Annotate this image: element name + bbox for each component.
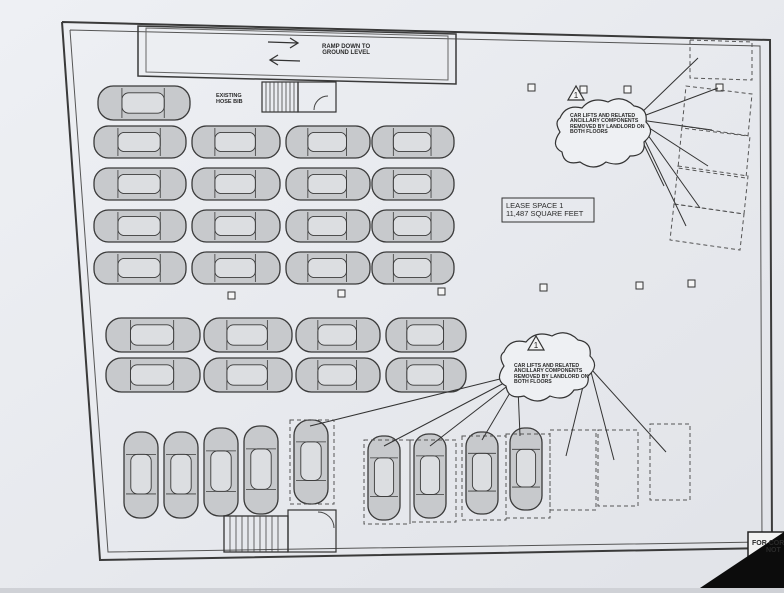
parked-car xyxy=(203,317,293,353)
parked-car xyxy=(191,251,281,285)
parked-car xyxy=(105,357,201,393)
parked-car xyxy=(295,317,381,353)
parked-car xyxy=(385,317,467,353)
parked-cars xyxy=(93,85,543,521)
parked-car xyxy=(191,209,281,243)
parked-car xyxy=(93,251,187,285)
title-block-line1: FOR COR xyxy=(752,540,784,547)
parked-car xyxy=(371,251,455,285)
note-top-line: ANCILLARY COMPONENTS xyxy=(570,118,639,125)
parked-car xyxy=(123,431,159,519)
hose-label-line1: EXISTING xyxy=(216,93,242,99)
revision-marker-top: 1 xyxy=(574,91,579,100)
note-top-line: REMOVED BY LANDLORD ON xyxy=(570,123,645,130)
parked-car xyxy=(93,209,187,243)
parked-car xyxy=(371,125,455,159)
lease-label-area: 11,487 SQUARE FEET xyxy=(506,208,584,218)
column-marker xyxy=(579,85,588,94)
ramp-box xyxy=(137,25,457,85)
parked-car xyxy=(203,357,293,393)
ramp-label-line1: RAMP DOWN TO xyxy=(322,44,371,50)
parked-car xyxy=(465,431,499,515)
column-marker xyxy=(687,279,696,288)
note-cloud-top xyxy=(554,98,652,168)
note-bottom-line: CAR LIFTS AND RELATED xyxy=(514,363,580,369)
parked-car xyxy=(385,357,467,393)
door-swing-icon xyxy=(313,95,329,111)
revision-marker-bottom: 1 xyxy=(534,341,539,350)
parked-car xyxy=(285,209,371,243)
note-top-line: BOTH FLOORS xyxy=(570,129,608,136)
title-block-text: FOR COR NOT xyxy=(752,540,784,555)
parked-car xyxy=(93,125,187,159)
column-marker xyxy=(539,283,548,292)
note-text-bottom: CAR LIFTS AND RELATED ANCILLARY COMPONEN… xyxy=(514,363,589,386)
stair-lower-treads xyxy=(229,516,279,552)
parked-car xyxy=(203,427,239,517)
note-cloud-bottom xyxy=(498,332,596,402)
parked-car xyxy=(285,251,371,285)
lease-label: LEASE SPACE 1 11,487 SQUARE FEET xyxy=(506,202,583,218)
parked-car xyxy=(191,125,281,159)
title-block-line2: NOT xyxy=(766,547,781,555)
lift-bays-right xyxy=(669,39,753,251)
leader-lines-top xyxy=(635,57,719,227)
note-bottom-line: REMOVED BY LANDLORD ON xyxy=(514,373,589,380)
ramp-label-line2: GROUND LEVEL xyxy=(322,50,370,57)
column-marker xyxy=(337,289,346,298)
parked-car xyxy=(413,433,447,519)
column-marker xyxy=(227,291,236,300)
lease-label-title: LEASE SPACE 1 xyxy=(506,201,564,210)
hose-label-line2: HOSE BIB xyxy=(216,98,243,105)
ramp-arrow-right-icon xyxy=(267,37,300,49)
note-top-line: CAR LIFTS AND RELATED xyxy=(570,113,636,119)
parked-car xyxy=(293,419,329,505)
parked-car xyxy=(93,167,187,201)
parked-car xyxy=(191,167,281,201)
ramp-box-inner xyxy=(145,27,449,81)
lease-label-box xyxy=(501,197,595,223)
note-bottom-line: ANCILLARY COMPONENTS xyxy=(514,368,583,375)
parked-car xyxy=(285,167,371,201)
door-swing-lower-icon xyxy=(317,511,335,529)
parked-car xyxy=(371,209,455,243)
stair-upper-treads xyxy=(265,82,295,112)
note-text-top: CAR LIFTS AND RELATED ANCILLARY COMPONEN… xyxy=(570,113,645,136)
parked-car xyxy=(105,317,201,353)
parked-car xyxy=(97,85,191,121)
parked-car xyxy=(367,435,401,521)
revision-triangle-top-icon xyxy=(566,84,586,101)
hose-bib-label: EXISTING HOSE BIB xyxy=(216,93,243,106)
column-marker xyxy=(437,287,446,296)
column-marker xyxy=(635,281,644,290)
parked-car xyxy=(509,427,543,511)
note-bottom-line: BOTH FLOORS xyxy=(514,379,552,386)
parked-car xyxy=(285,125,371,159)
parked-car xyxy=(371,167,455,201)
monitor-bezel xyxy=(700,532,784,588)
parked-car xyxy=(243,425,279,515)
ramp-label: RAMP DOWN TO GROUND LEVEL xyxy=(322,44,370,57)
column-marker xyxy=(527,83,536,92)
revision-triangle-bottom-icon xyxy=(526,334,546,351)
column-marker xyxy=(715,83,724,92)
parked-car xyxy=(295,357,381,393)
leader-lines-bottom xyxy=(309,365,667,461)
structural-columns xyxy=(227,83,724,300)
ramp-arrow-left-icon xyxy=(268,54,301,66)
stair-lower-core xyxy=(287,509,337,553)
stair-core-wall xyxy=(297,81,337,113)
column-marker xyxy=(623,85,632,94)
parked-car xyxy=(163,431,199,519)
